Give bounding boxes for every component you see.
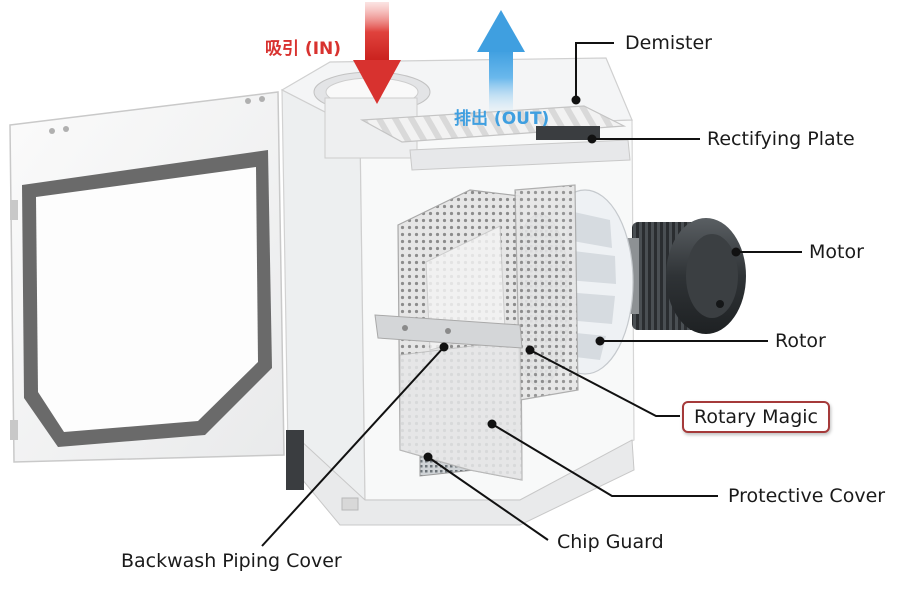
intake-label: 吸引 (IN)	[265, 39, 342, 59]
label-rotor: Rotor	[775, 330, 826, 352]
label-chip-guard: Chip Guard	[557, 531, 664, 553]
leader-rotary-magic	[529, 349, 680, 417]
label-rectifying-plate: Rectifying Plate	[707, 128, 855, 150]
perforated-drum	[374, 184, 579, 481]
leader-chip-guard	[427, 456, 549, 541]
intake-arrow	[353, 2, 401, 104]
exhaust-arrow	[477, 10, 525, 112]
leader-dots	[423, 95, 741, 462]
motor-body	[625, 218, 746, 334]
label-rotary-magic: Rotary Magic	[682, 401, 830, 433]
label-demister: Demister	[625, 32, 712, 54]
leader-protective-cover	[491, 423, 718, 497]
label-motor: Motor	[809, 241, 864, 263]
leader-backwash-piping-cover	[261, 346, 445, 547]
label-backwash-piping-cover: Backwash Piping Cover	[121, 550, 342, 572]
exhaust-label: 排出 (OUT)	[454, 109, 550, 129]
leader-demister	[575, 42, 614, 100]
access-door	[9, 91, 285, 463]
leader-lines	[261, 42, 802, 547]
label-protective-cover: Protective Cover	[728, 485, 886, 507]
